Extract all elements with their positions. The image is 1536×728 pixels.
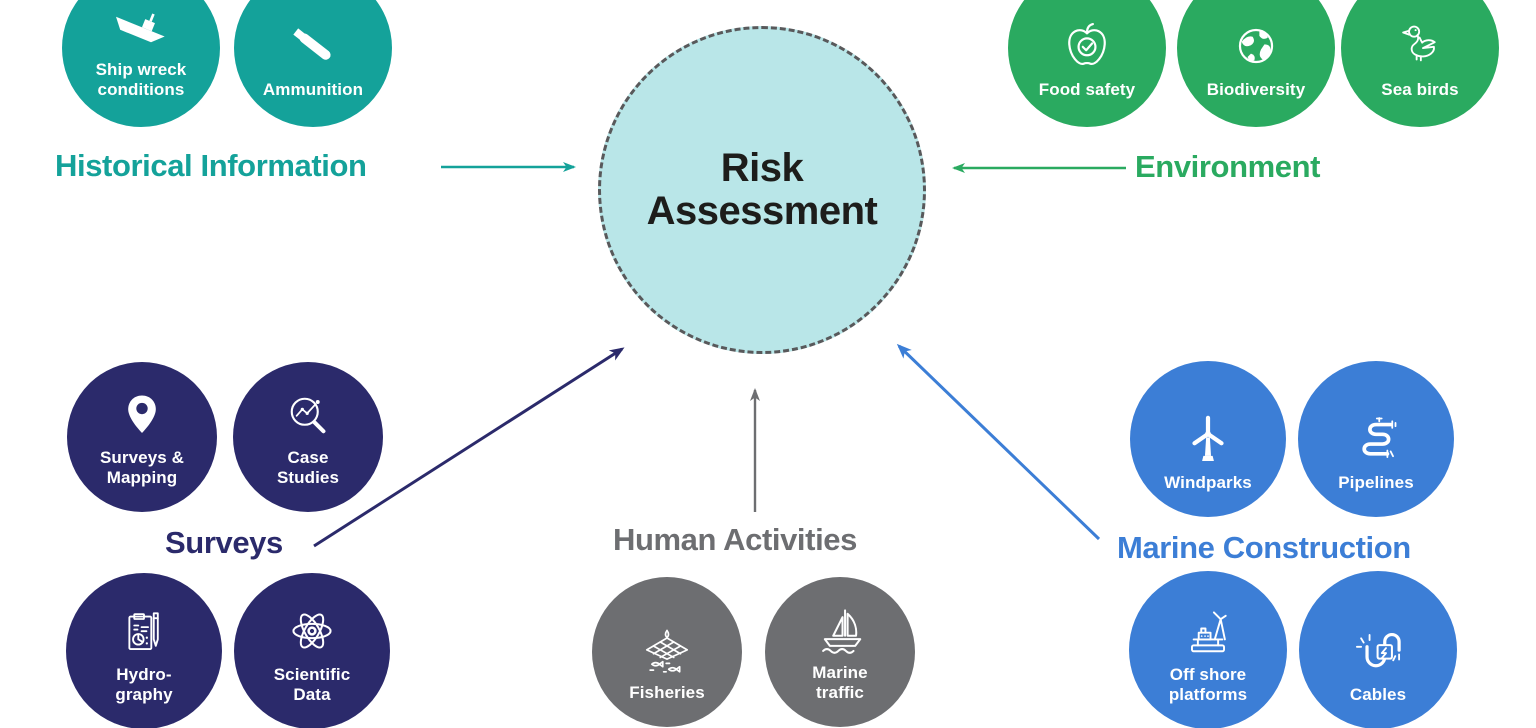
node-label: Windparks xyxy=(1164,472,1252,492)
node-label: Pipelines xyxy=(1338,472,1414,492)
node-label: Ship wreck conditions xyxy=(95,59,187,99)
node-food-safety: Food safety xyxy=(1008,0,1166,127)
node-pipelines: Pipelines xyxy=(1298,361,1454,517)
node-fisheries: Fisheries xyxy=(592,577,742,727)
risk-assessment-node: Risk Assessment xyxy=(598,26,926,354)
fishing-net-icon xyxy=(640,622,694,676)
node-label: Biodiversity xyxy=(1206,79,1306,99)
group-title-historical-information: Historical Information xyxy=(55,148,367,183)
node-surveys-mapping: Surveys & Mapping xyxy=(67,362,217,512)
node-label: Cables xyxy=(1349,684,1407,704)
node-label: Case Studies xyxy=(276,447,340,487)
node-label: Food safety xyxy=(1038,79,1136,99)
group-title-human-activities: Human Activities xyxy=(613,522,857,557)
location-pin-icon xyxy=(116,389,168,441)
node-label: Off shore platforms xyxy=(1168,664,1248,704)
pipeline-icon xyxy=(1350,414,1402,466)
node-label: Surveys & Mapping xyxy=(99,447,185,487)
node-case-studies: Case Studies xyxy=(233,362,383,512)
node-label: Scientific Data xyxy=(273,664,351,704)
bird-icon xyxy=(1393,19,1447,73)
node-label: Hydro- graphy xyxy=(115,664,173,704)
sinking-ship-icon xyxy=(113,0,169,53)
clipboard-pen-icon xyxy=(118,606,170,658)
node-windparks: Windparks xyxy=(1130,361,1286,517)
apple-check-icon xyxy=(1060,19,1114,73)
risk-assessment-title: Risk Assessment xyxy=(646,145,878,233)
atom-icon xyxy=(285,604,339,658)
offshore-platform-icon xyxy=(1181,604,1235,658)
globe-icon xyxy=(1229,19,1283,73)
node-sea-birds: Sea birds xyxy=(1341,0,1499,127)
node-label: Ammunition xyxy=(262,79,364,99)
sailboat-icon xyxy=(813,602,867,656)
node-label: Marine traffic xyxy=(812,662,868,702)
node-ship-wreck-conditions: Ship wreck conditions xyxy=(62,0,220,127)
arrow-marine-construction-to-center xyxy=(896,343,1101,541)
node-biodiversity: Biodiversity xyxy=(1177,0,1335,127)
node-hydrography: Hydro- graphy xyxy=(66,573,222,728)
cable-plug-icon xyxy=(1351,624,1405,678)
node-scientific-data: Scientific Data xyxy=(234,573,390,728)
wind-turbine-icon xyxy=(1181,412,1235,466)
group-title-marine-construction: Marine Construction xyxy=(1117,530,1411,565)
node-offshore-platforms: Off shore platforms xyxy=(1129,571,1287,728)
magnifier-chart-icon xyxy=(282,389,334,441)
node-label: Sea birds xyxy=(1381,79,1459,99)
group-title-environment: Environment xyxy=(1135,149,1321,184)
node-cables: Cables xyxy=(1299,571,1457,728)
group-title-surveys: Surveys xyxy=(165,525,283,560)
ammunition-shell-icon xyxy=(285,17,341,73)
node-label: Fisheries xyxy=(629,682,705,702)
node-ammunition: Ammunition xyxy=(234,0,392,127)
node-marine-traffic: Marine traffic xyxy=(765,577,915,727)
